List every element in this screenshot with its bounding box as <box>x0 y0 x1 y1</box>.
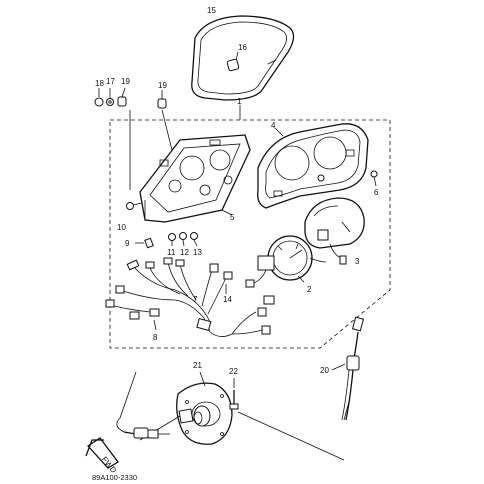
callout-10: 10 <box>117 223 126 232</box>
callout-4: 4 <box>271 121 276 130</box>
callout-20: 20 <box>320 366 329 375</box>
meter-gear-21 <box>176 382 233 445</box>
callout-7: 7 <box>193 295 198 304</box>
bulb-13 <box>190 232 198 240</box>
drawing-code: 89A100-2330 <box>92 473 137 482</box>
bolt-19a <box>117 96 127 107</box>
meter-panel-4 <box>257 123 369 209</box>
callout-8: 8 <box>153 333 158 342</box>
grommet-16 <box>226 58 240 72</box>
callout-19b: 19 <box>158 81 167 90</box>
callout-22: 22 <box>229 367 238 376</box>
callout-11: 11 <box>167 248 176 257</box>
screw-6 <box>317 170 378 187</box>
callout-18: 18 <box>95 79 104 88</box>
gauge-3 <box>304 197 365 265</box>
bulb-11 <box>168 233 176 241</box>
callout-1: 1 <box>237 97 242 106</box>
lower-cable <box>116 371 351 461</box>
fwd-arrow-icon: FWD <box>85 437 119 475</box>
screw-10 <box>126 202 143 210</box>
callout-17: 17 <box>106 77 115 86</box>
callout-21: 21 <box>193 361 202 370</box>
wire-harness-7 <box>105 257 275 337</box>
callout-2: 2 <box>307 285 312 294</box>
socket-9 <box>135 237 154 249</box>
callout-9: 9 <box>125 239 130 248</box>
callout-16: 16 <box>238 43 247 52</box>
bolt-22 <box>229 390 239 410</box>
meter-case-5 <box>139 134 251 223</box>
meter-cover-15 <box>191 15 295 101</box>
assembly-boundary <box>109 119 391 349</box>
speedometer-2 <box>245 235 327 288</box>
callout-12: 12 <box>180 248 189 257</box>
callout-3: 3 <box>355 257 360 266</box>
callout-15: 15 <box>207 6 216 15</box>
callout-6: 6 <box>374 188 379 197</box>
bolt-19b <box>157 98 167 109</box>
nut-18 <box>94 97 104 107</box>
washer-17 <box>106 98 114 106</box>
callout-5: 5 <box>230 213 235 222</box>
meter-cable-20 <box>341 316 365 421</box>
callout-14: 14 <box>223 295 232 304</box>
callout-13: 13 <box>193 248 202 257</box>
callout-19a: 19 <box>121 77 130 86</box>
bulb-12 <box>179 232 187 240</box>
